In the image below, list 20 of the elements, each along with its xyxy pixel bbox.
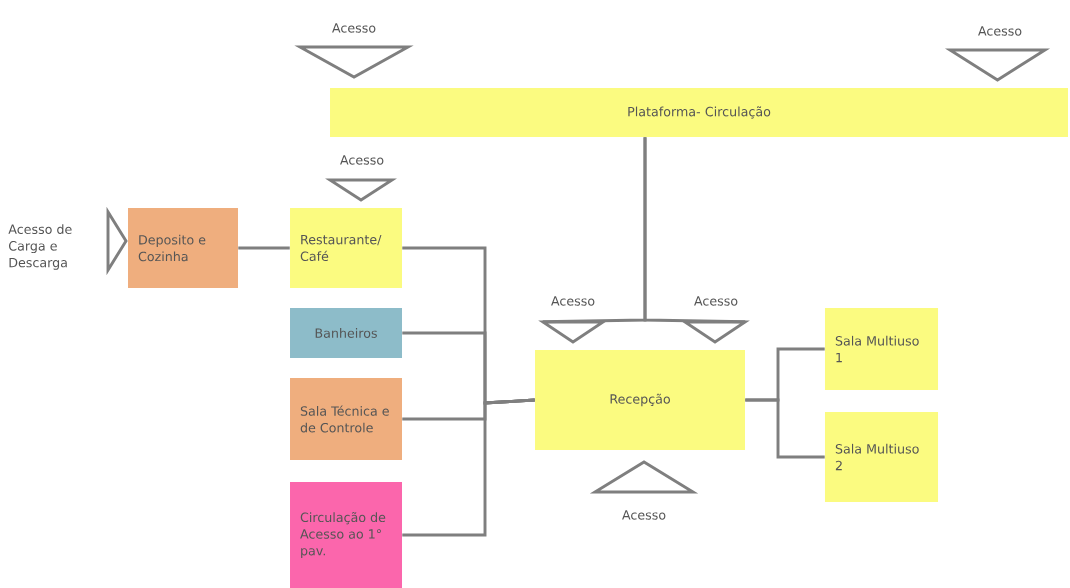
access-label: Acesso (978, 26, 1022, 36)
room-box: Banheiros (290, 308, 402, 358)
access-label: Acesso (340, 155, 384, 165)
access-label: Acesso (551, 296, 595, 306)
access-label: Acesso de Carga e Descarga (8, 224, 72, 270)
room-box: Sala Multiuso 1 (824, 308, 939, 390)
access-label: Acesso (332, 23, 376, 33)
room-box: Sala Multiuso 2 (824, 412, 939, 502)
room-box: Circulação de Acesso ao 1° pav. (290, 482, 402, 588)
room-box: Recepção (535, 350, 745, 450)
connector-line (402, 398, 535, 537)
room-box: Restaurante/ Café (290, 208, 402, 288)
connector-line (745, 398, 825, 459)
access-label: Acesso (622, 510, 666, 520)
access-label: Acesso (694, 296, 738, 306)
connector-line (643, 137, 746, 324)
room-box: Deposito e Cozinha (128, 208, 238, 288)
room-box: Plataforma- Circulação (330, 87, 1068, 138)
connector-line (238, 246, 290, 250)
room-box: Sala Técnica e de Controle (290, 378, 402, 460)
